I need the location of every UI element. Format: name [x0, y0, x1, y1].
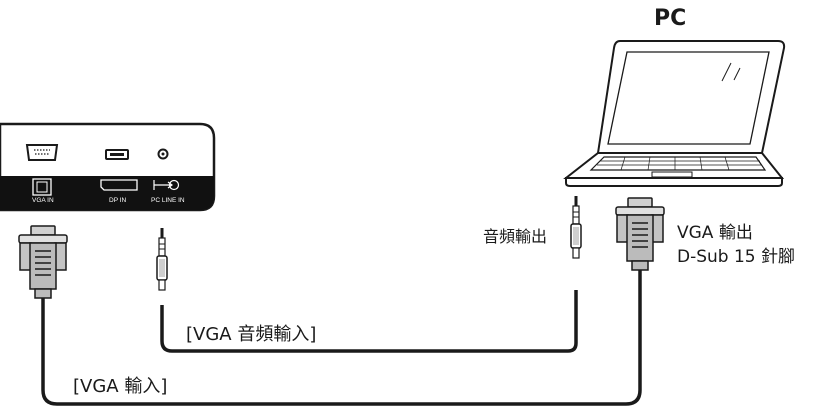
pc-line-in-port-label: PC LINE IN	[151, 197, 185, 204]
vga-connector-right-icon	[615, 197, 665, 271]
vga-cable	[41, 262, 642, 406]
vga-out-label: VGA 輸出	[677, 223, 753, 243]
laptop-icon	[563, 40, 786, 187]
dsub-pins-label: D-Sub 15 針腳	[677, 247, 796, 267]
pc-label: PC	[654, 6, 687, 31]
audio-plug-left-icon	[156, 227, 168, 291]
vga-in-port-label: VGA IN	[32, 197, 54, 204]
audio-cable	[160, 290, 578, 353]
vga-input-label: [VGA 輸入]	[73, 376, 168, 397]
dp-in-symbol-icon	[100, 179, 138, 191]
dp-in-port-label: DP IN	[109, 197, 127, 204]
line-in-symbol-icon	[153, 179, 180, 191]
vga-port-icon	[25, 144, 59, 161]
dp-port-icon	[105, 149, 129, 160]
vga-in-symbol-icon	[32, 178, 52, 196]
vga-audio-input-label: [VGA 音頻輸入]	[186, 324, 317, 345]
audio-jack-port-icon	[157, 148, 169, 160]
vga-connector-left-icon	[18, 225, 68, 299]
monitor-input-panel	[0, 122, 216, 212]
audio-out-label: 音頻輸出	[483, 227, 548, 246]
audio-plug-right-icon	[570, 195, 582, 259]
